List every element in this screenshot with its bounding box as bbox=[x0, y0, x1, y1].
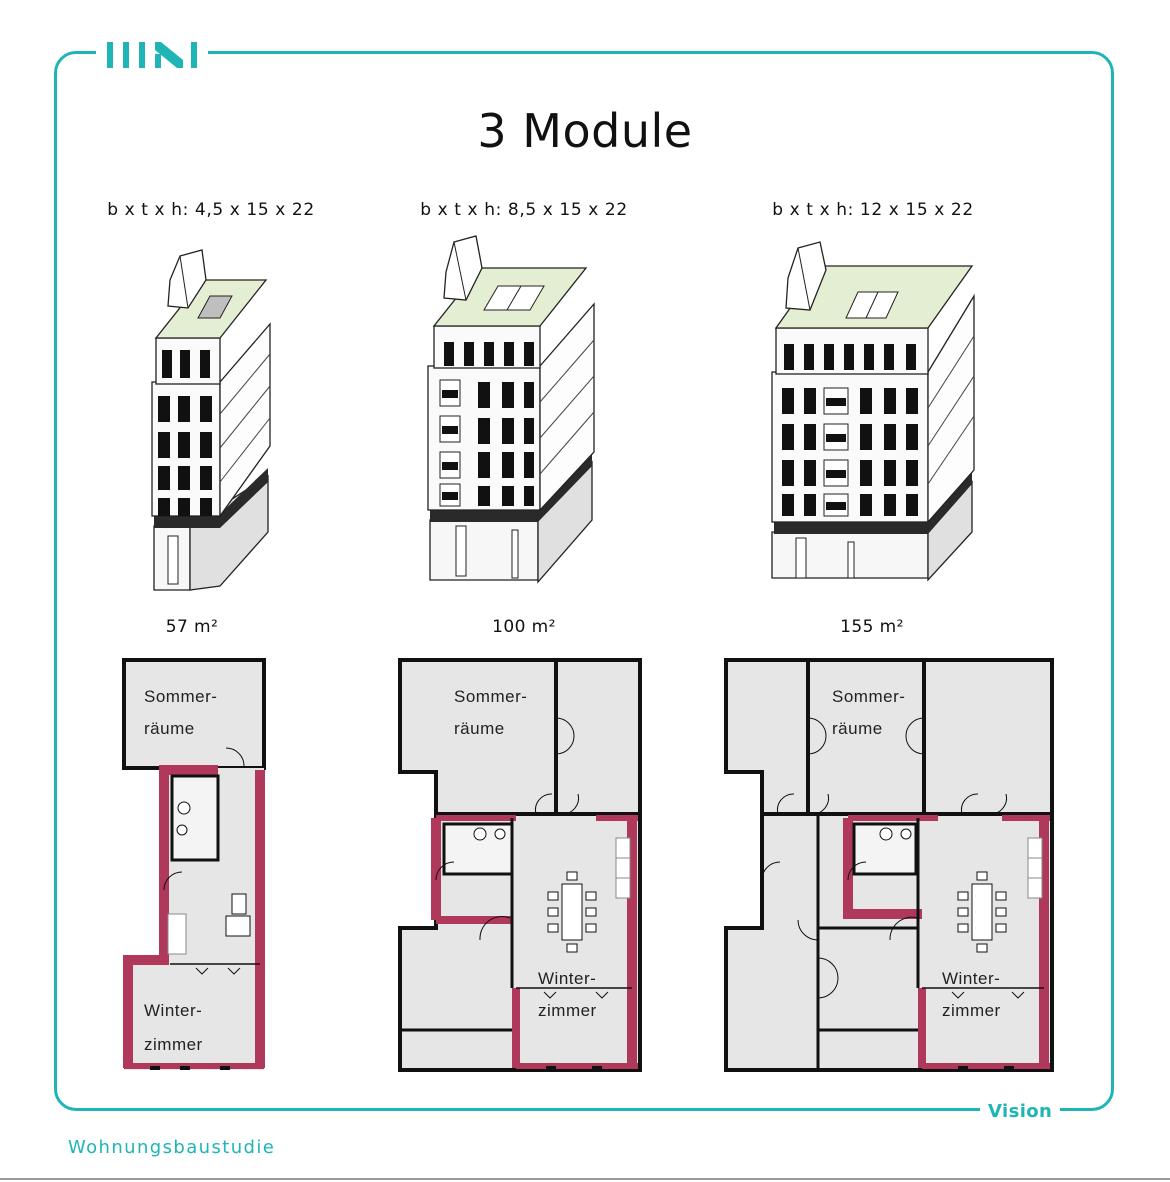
module-3-room-sommer-line2: räume bbox=[832, 719, 883, 738]
footer-divider bbox=[0, 1178, 1170, 1180]
module-2-dimensions: b x t x h: 8,5 x 15 x 22 bbox=[420, 200, 628, 220]
module-1-area: 57 m² bbox=[165, 617, 219, 637]
module-2-room-winter-line1: Winter- bbox=[538, 969, 596, 988]
module-3-room-sommer-line1: Sommer- bbox=[832, 687, 905, 706]
page-frame bbox=[54, 51, 1114, 1111]
module-3-room-winter-line1: Winter- bbox=[942, 969, 1000, 988]
module-1-room-sommer-line2: räume bbox=[144, 719, 195, 738]
page-title: 3 Module bbox=[477, 104, 693, 158]
module-3-building-illustration bbox=[771, 241, 975, 582]
footer-study-title: Wohnungsbaustudie bbox=[68, 1137, 276, 1158]
module-3-dimensions: b x t x h: 12 x 15 x 22 bbox=[772, 200, 974, 220]
section-label-vision: Vision bbox=[980, 1101, 1061, 1122]
brand-logo-icon bbox=[107, 42, 197, 68]
module-1-dimensions: b x t x h: 4,5 x 15 x 22 bbox=[107, 200, 315, 220]
module-1-room-winter-line1: Winter- bbox=[144, 1001, 202, 1020]
module-2-building-illustration bbox=[427, 235, 595, 584]
module-2-area: 100 m² bbox=[492, 617, 556, 637]
module-1-room-sommer-line1: Sommer- bbox=[144, 687, 217, 706]
module-1-floor-plan: Sommer- räume Winter- zimmer bbox=[122, 658, 266, 1070]
module-3-room-winter-line2: zimmer bbox=[942, 1001, 1001, 1020]
module-2-room-sommer-line1: Sommer- bbox=[454, 687, 527, 706]
module-3-floor-plan: Sommer- räume Winter- zimmer bbox=[724, 658, 1054, 1072]
module-3-area: 155 m² bbox=[840, 617, 904, 637]
module-2-room-winter-line2: zimmer bbox=[538, 1001, 597, 1020]
module-2-room-sommer-line2: räume bbox=[454, 719, 505, 738]
module-1-building-illustration bbox=[151, 249, 271, 591]
module-1-room-winter-line2: zimmer bbox=[144, 1035, 203, 1054]
module-2-floor-plan: Sommer- räume Winter- zimmer bbox=[398, 658, 642, 1072]
